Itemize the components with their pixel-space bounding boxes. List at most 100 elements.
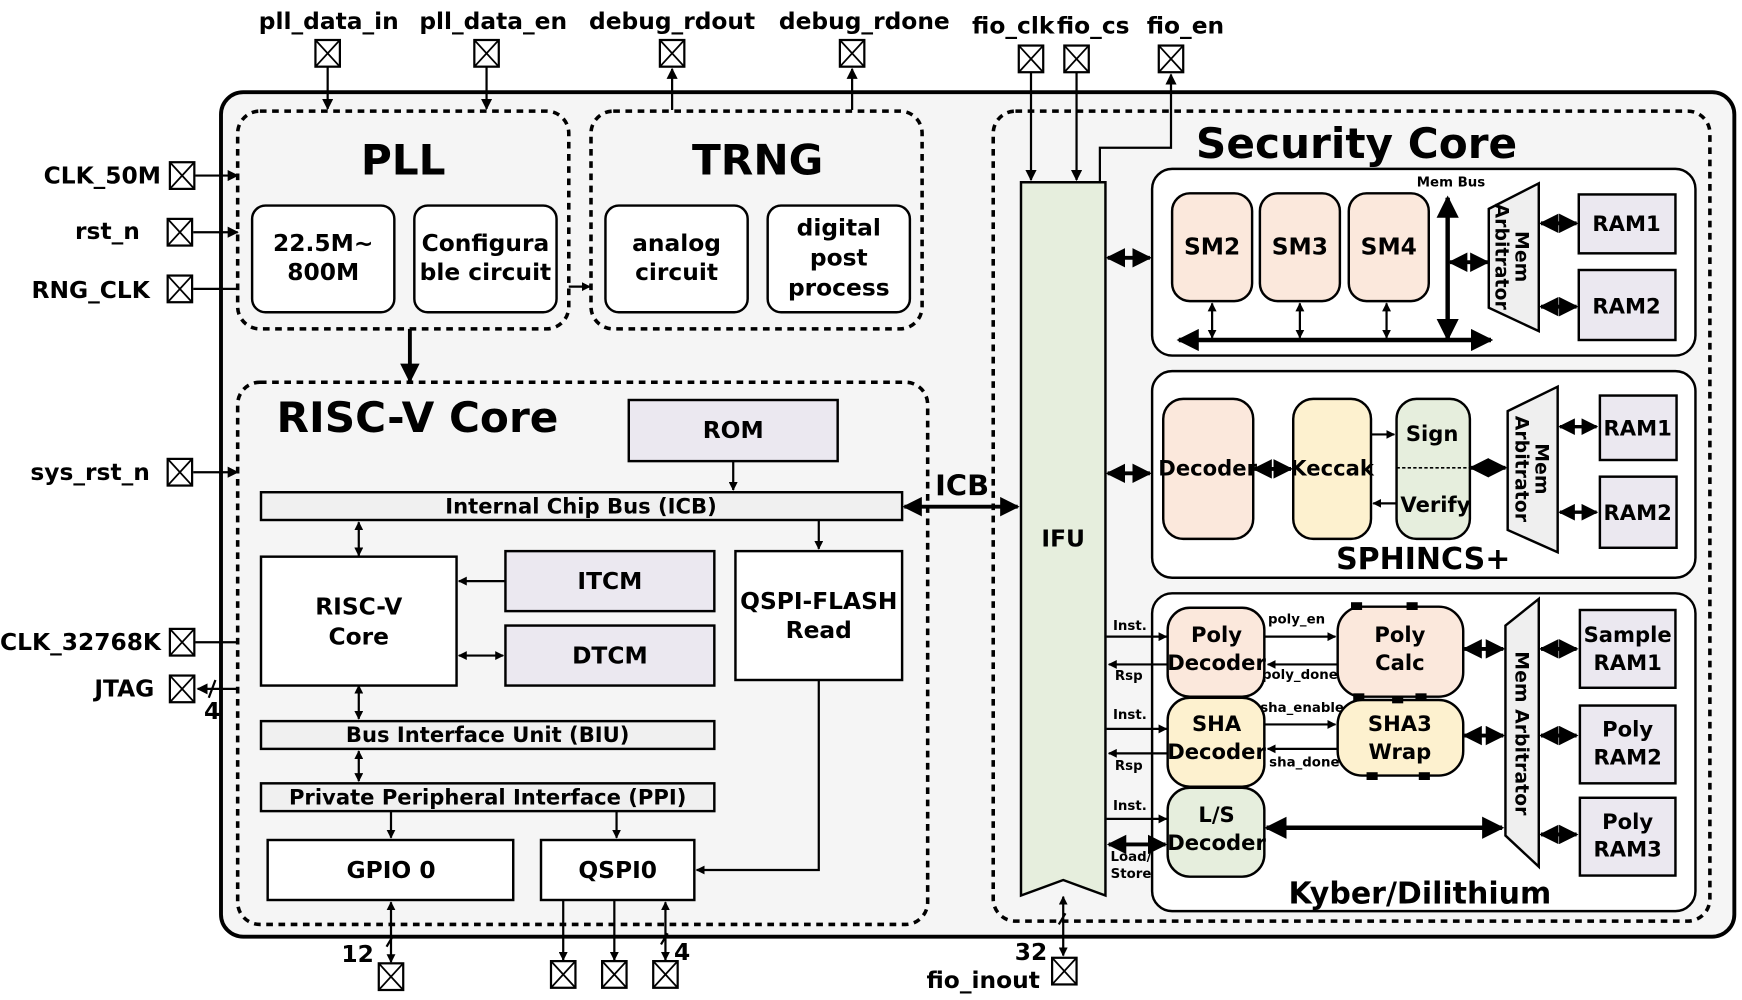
- sha3-line1: SHA3: [1368, 711, 1432, 736]
- pll-title: PLL: [361, 135, 446, 184]
- poly-calc-line2: Calc: [1375, 650, 1425, 675]
- icb-bus-label: Internal Chip Bus (ICB): [445, 493, 717, 518]
- sm3-label: SM3: [1272, 232, 1328, 260]
- pad-icon[interactable]: [168, 627, 196, 657]
- pad-icon[interactable]: [652, 959, 679, 989]
- pad-icon[interactable]: [314, 38, 341, 68]
- sha-decoder-line2: Decoder: [1167, 739, 1266, 764]
- pad-icon[interactable]: [166, 457, 194, 487]
- sphincs-decoder-label: Decoder: [1158, 456, 1257, 481]
- bus-width-slash: [385, 934, 395, 948]
- trng-digital-line3: process: [788, 274, 890, 302]
- sm-arbiter-line2: Arbitrator: [1490, 204, 1512, 311]
- pin-label-fio-en: fio_en: [1147, 11, 1224, 39]
- poly-calc-line1: Poly: [1374, 622, 1425, 647]
- pad-icon[interactable]: [1157, 44, 1185, 74]
- qspi-flash-line1: QSPI-FLASH: [740, 587, 897, 615]
- poly-decoder-line2: Decoder: [1167, 650, 1266, 675]
- pin-label-fio-clk: fio_clk: [972, 11, 1055, 39]
- poly-decoder-line1: Poly: [1191, 622, 1242, 647]
- qspi-flash-block: [734, 549, 904, 682]
- sm-ram2-label: RAM2: [1592, 293, 1660, 318]
- sm2-label: SM2: [1184, 232, 1240, 260]
- pin-label-fio-inout: fio_inout: [927, 966, 1040, 994]
- pll-freq-block: [250, 204, 396, 314]
- port-marker: [1351, 602, 1363, 610]
- pad-icon[interactable]: [1063, 44, 1090, 74]
- mem-bus-label: Mem Bus: [1417, 176, 1485, 191]
- pad-icon[interactable]: [168, 161, 196, 190]
- pad-icon[interactable]: [549, 959, 577, 989]
- ifu-block: [1019, 181, 1107, 898]
- sphincs-ram2-label: RAM2: [1604, 500, 1672, 525]
- biu-bus-label: Bus Interface Unit (BIU): [346, 722, 630, 747]
- sphincs-arbiter-line1: Mem: [1530, 443, 1552, 494]
- wire: [1098, 73, 1177, 183]
- ppi-bus-label: Private Peripheral Interface (PPI): [289, 784, 686, 809]
- gpio-block: [266, 838, 515, 902]
- poly-ram3-line1: Poly: [1602, 809, 1653, 834]
- sm-arbiter-line1: Mem: [1510, 231, 1532, 282]
- sm4-label: SM4: [1361, 232, 1417, 260]
- sphincs-title: SPHINCS+: [1336, 542, 1510, 577]
- pad-icon[interactable]: [838, 38, 866, 68]
- port-marker: [1406, 602, 1418, 610]
- sm4-block: [1347, 192, 1430, 303]
- pad-icon[interactable]: [377, 962, 405, 992]
- kyber-arbiter-label: Mem Arbitrator: [1510, 651, 1532, 816]
- pll-freq-line1: 22.5M~: [273, 229, 373, 257]
- pad-icon[interactable]: [473, 38, 500, 68]
- keccak-block: [1292, 397, 1373, 541]
- sphincs-ram2-block: [1598, 475, 1678, 550]
- trng-region: [589, 109, 924, 331]
- bus-width-slash: [660, 932, 669, 946]
- poly-ram2-line1: Poly: [1602, 717, 1653, 742]
- signal-rsp-2: Rsp: [1115, 759, 1143, 774]
- signal-inst-3: Inst.: [1113, 799, 1147, 814]
- sphincs-mem-arbitrator: [1506, 384, 1559, 555]
- ifu-label: IFU: [1041, 525, 1085, 553]
- signal-rsp-1: Rsp: [1115, 669, 1143, 684]
- poly-ram3-line2: RAM3: [1594, 837, 1662, 862]
- pll-config-line2: ble circuit: [420, 258, 552, 286]
- gpio-label: GPIO 0: [346, 856, 435, 884]
- sphincs-arbiter-line2: Arbitrator: [1510, 416, 1532, 523]
- trng-digital-line2: post: [810, 244, 868, 272]
- left-pins: CLK_50M rst_n RNG_CLK sys_rst_n CLK_3276…: [0, 161, 239, 725]
- pad-icon[interactable]: [166, 217, 194, 247]
- trng-title: TRNG: [692, 135, 823, 184]
- trng-digital-line1: digital: [797, 214, 881, 242]
- bus-width-gpio: 12: [341, 940, 373, 968]
- sample-ram1-line2: RAM1: [1594, 650, 1662, 675]
- itcm-block: [504, 549, 716, 613]
- qspi-flash-line2: Read: [786, 616, 852, 644]
- pad-icon[interactable]: [1050, 956, 1078, 986]
- pad-icon[interactable]: [1017, 44, 1045, 74]
- pin-label-rst-n: rst_n: [75, 217, 140, 245]
- rom-label: ROM: [703, 416, 764, 444]
- pad-icon[interactable]: [168, 674, 196, 704]
- riscv-title: RISC-V Core: [277, 393, 559, 442]
- wire-flash-to-qspi0: [695, 680, 820, 875]
- pad-icon[interactable]: [658, 38, 686, 68]
- qspi0-block: [539, 838, 696, 902]
- sm2-block: [1170, 192, 1254, 303]
- sign-label: Sign: [1406, 421, 1459, 446]
- pin-label-clk-50m: CLK_50M: [44, 161, 161, 189]
- icb-link-label: ICB: [935, 469, 989, 503]
- pll-region: [235, 109, 571, 331]
- pin-label-clk-32768k: CLK_32768K: [0, 628, 162, 656]
- signal-store: Store: [1111, 867, 1152, 882]
- signal-inst-2: Inst.: [1113, 708, 1147, 723]
- signal-poly-en: poly_en: [1268, 612, 1325, 627]
- sm-ram1-label: RAM1: [1592, 211, 1660, 236]
- biu-bus: [259, 719, 716, 751]
- pad-icon[interactable]: [166, 274, 194, 304]
- riscv-core-line2: Core: [329, 622, 389, 650]
- signal-poly-done: poly_done: [1262, 668, 1338, 683]
- security-core-region: [991, 109, 1712, 923]
- port-marker: [1366, 772, 1378, 780]
- pad-icon[interactable]: [600, 959, 628, 989]
- bus-width-slash: [207, 679, 217, 699]
